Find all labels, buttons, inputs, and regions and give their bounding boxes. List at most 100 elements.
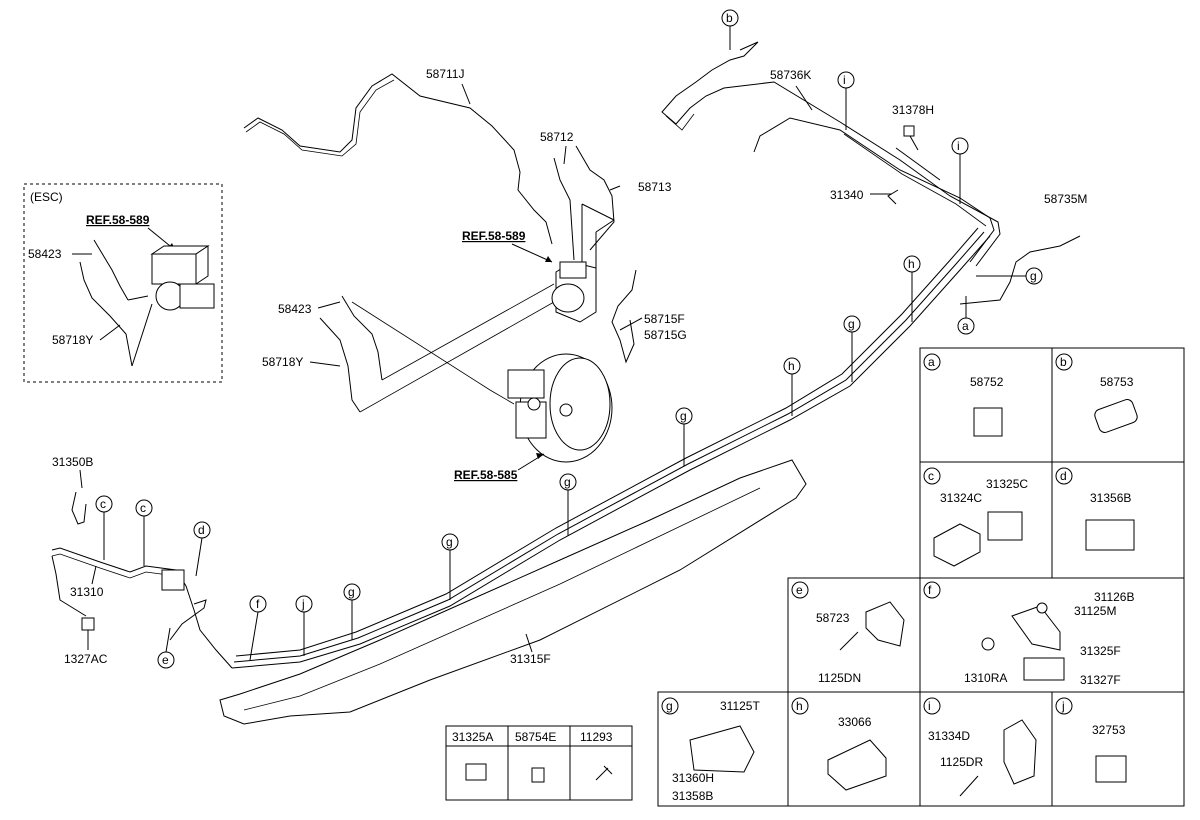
callout-d[interactable]: d [193, 521, 211, 577]
svg-text:c: c [928, 469, 934, 483]
panel-h[interactable]: h 33066 [791, 697, 887, 791]
label-58715F[interactable]: 58715F [644, 312, 685, 326]
nut-1310RA-icon [981, 637, 995, 651]
cap-58754E-icon [531, 767, 545, 783]
svg-text:h: h [908, 257, 915, 271]
table-header-11293[interactable]: 11293 [580, 730, 613, 744]
callout-a[interactable]: a [957, 296, 975, 335]
clip-31325C-icon [987, 511, 1023, 541]
side-sill-cover [219, 459, 807, 725]
part-1125DN[interactable]: 1125DN [818, 671, 861, 685]
callout-g-4[interactable]: g [559, 473, 577, 536]
callout-i-2[interactable]: i [951, 137, 969, 204]
part-31356B[interactable]: 31356B [1090, 491, 1131, 505]
callout-f[interactable]: f [249, 595, 267, 661]
svg-text:g: g [446, 535, 453, 549]
label-58713[interactable]: 58713 [638, 180, 672, 194]
callout-c-1[interactable]: c [95, 495, 113, 560]
panel-a[interactable]: a 58752 [923, 353, 1004, 437]
part-1125DR[interactable]: 1125DR [940, 755, 983, 769]
part-31125T[interactable]: 31125T [720, 699, 760, 713]
callout-g-5[interactable]: g [441, 533, 459, 600]
brake-booster [507, 353, 613, 463]
ref-58-589-label[interactable]: REF.58-589 [462, 229, 526, 243]
panel-e[interactable]: e 58723 1125DN [791, 581, 905, 685]
part-31334D[interactable]: 31334D [928, 729, 970, 743]
panel-c[interactable]: c 31325C 31324C [923, 467, 1028, 567]
label-58736K[interactable]: 58736K [770, 68, 811, 82]
part-1310RA[interactable]: 1310RA [964, 671, 1007, 685]
svg-text:a: a [928, 355, 935, 369]
svg-text:g: g [348, 585, 355, 599]
part-31324C[interactable]: 31324C [940, 491, 982, 505]
part-31358B[interactable]: 31358B [672, 789, 713, 803]
svg-text:e: e [162, 653, 169, 667]
svg-text:f: f [928, 583, 932, 597]
callout-g-right[interactable]: g [976, 267, 1043, 285]
label-58711J[interactable]: 58711J [426, 67, 464, 81]
bracket-31325F-icon [1011, 605, 1061, 651]
ref-58-585-label[interactable]: REF.58-585 [454, 468, 518, 482]
panel-d[interactable]: d 31356B [1055, 467, 1135, 551]
callout-h-2[interactable]: h [783, 357, 801, 416]
svg-text:c: c [140, 501, 146, 515]
callout-e[interactable]: e [157, 627, 175, 669]
callout-j[interactable]: j [295, 595, 313, 656]
label-58715G[interactable]: 58715G [644, 328, 687, 342]
part-58753[interactable]: 58753 [1100, 375, 1134, 389]
panel-b[interactable]: b 58753 [1055, 353, 1139, 434]
label-58735M[interactable]: 58735M [1044, 192, 1087, 206]
callout-g-2[interactable]: g [843, 315, 861, 382]
table-header-31325A[interactable]: 31325A [452, 730, 493, 744]
panel-i[interactable]: i 31334D 1125DR [923, 697, 1037, 797]
part-31325F[interactable]: 31325F [1080, 644, 1121, 658]
esc-ref-label[interactable]: REF.58-589 [86, 213, 150, 227]
callout-g-3[interactable]: g [675, 407, 693, 466]
panel-g[interactable]: g 31125T 31360H 31358B [661, 697, 760, 803]
esc-inset: (ESC) REF.58-589 58423 58718Y [23, 183, 223, 383]
label-31315F[interactable]: 31315F [510, 652, 551, 666]
label-58712[interactable]: 58712 [540, 130, 574, 144]
abs-module [551, 261, 597, 323]
small-parts-table: 31325A 58754E 11293 [445, 725, 633, 801]
bolt-1125DN-icon [839, 631, 859, 651]
clip-32753-icon [1095, 755, 1127, 783]
svg-text:g: g [564, 475, 571, 489]
panel-j[interactable]: j 32753 [1055, 697, 1127, 783]
callout-b-top[interactable]: b [721, 9, 739, 50]
callout-i-1[interactable]: i [837, 71, 855, 130]
svg-text:j: j [1061, 699, 1065, 713]
svg-text:f: f [256, 597, 260, 611]
part-58723[interactable]: 58723 [816, 611, 850, 625]
part-31125M[interactable]: 31125M [1074, 604, 1116, 618]
label-58718Y[interactable]: 58718Y [262, 355, 303, 369]
esc-label-58718Y[interactable]: 58718Y [52, 333, 93, 347]
esc-title: (ESC) [30, 190, 63, 204]
label-31310[interactable]: 31310 [70, 585, 104, 599]
callout-c-2[interactable]: c [135, 499, 153, 566]
part-31360H[interactable]: 31360H [672, 771, 714, 785]
callout-markers: b i i g a h g h g g g g j f e d c c [95, 9, 1043, 669]
callout-h-1[interactable]: h [903, 255, 921, 322]
part-58752[interactable]: 58752 [970, 375, 1004, 389]
svg-text:d: d [198, 523, 205, 537]
part-31327F[interactable]: 31327F [1080, 673, 1121, 687]
label-31350B[interactable]: 31350B [52, 455, 93, 469]
rear-upper-lines [661, 41, 1081, 305]
part-31126B[interactable]: 31126B [1094, 590, 1134, 604]
label-58423[interactable]: 58423 [278, 302, 312, 316]
svg-text:g: g [1030, 269, 1037, 283]
panel-f[interactable]: f 31126B 31125M 31325F 1310RA 31327F [923, 581, 1134, 687]
table-header-58754E[interactable]: 58754E [515, 730, 556, 744]
esc-label-58423[interactable]: 58423 [28, 247, 62, 261]
svg-text:b: b [726, 11, 733, 25]
callout-g-6[interactable]: g [343, 583, 361, 640]
part-31325C[interactable]: 31325C [986, 477, 1028, 491]
part-32753[interactable]: 32753 [1092, 723, 1126, 737]
label-1327AC[interactable]: 1327AC [64, 652, 108, 666]
label-31340[interactable]: 31340 [830, 188, 864, 202]
label-31378H[interactable]: 31378H [892, 103, 934, 117]
bracket-58723-icon [865, 601, 905, 647]
part-33066[interactable]: 33066 [838, 715, 872, 729]
